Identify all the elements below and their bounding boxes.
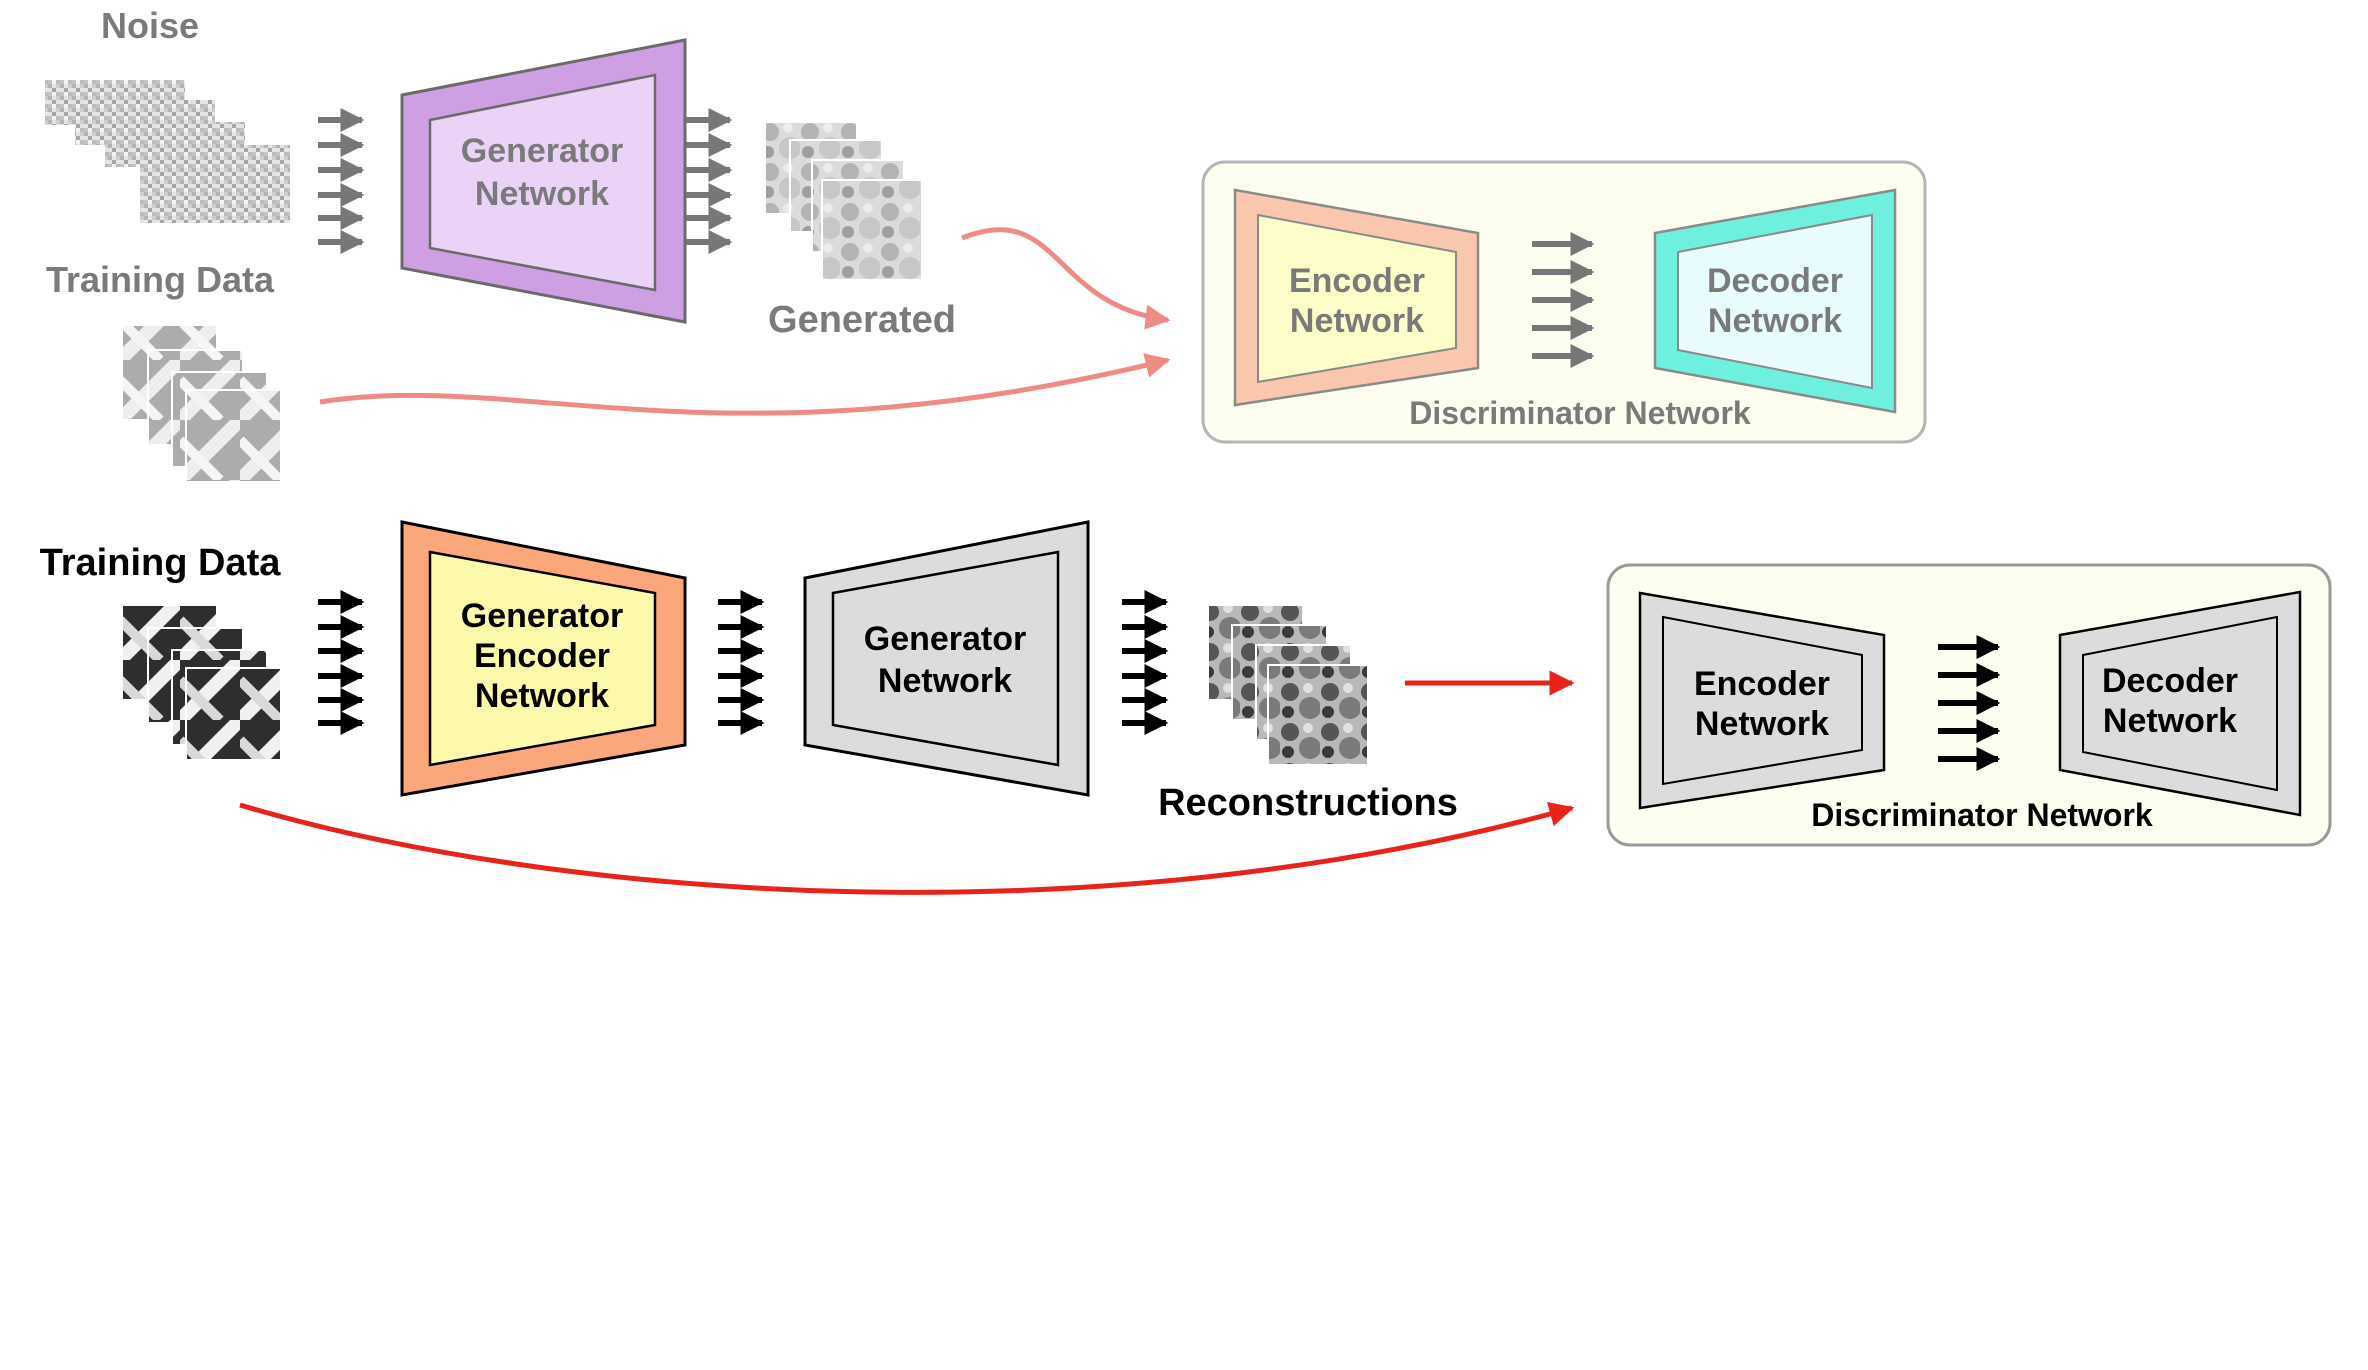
top-training-data-label: Training Data xyxy=(46,259,275,300)
generated-to-discriminator-arrow xyxy=(961,227,1171,330)
generator-output-arrows-bottom xyxy=(1122,590,1169,735)
noise-input-arrows xyxy=(318,108,365,254)
bottom-decoder-label-2: Network xyxy=(2103,702,2237,740)
reconstructions-label: Reconstructions xyxy=(1158,782,1458,824)
top-decoder-label-2: Network xyxy=(1708,302,1842,340)
top-training-image-stack xyxy=(121,324,282,483)
gen-encoder-label-3: Network xyxy=(475,677,609,715)
bottom-encoder-label-2: Network xyxy=(1695,705,1829,743)
bottom-training-image-stack xyxy=(121,604,282,761)
top-generator-label-1: Generator xyxy=(461,132,624,170)
bottom-encoder-network: Encoder Network xyxy=(1638,591,1886,810)
encoder-to-generator-arrows xyxy=(718,590,765,735)
top-decoder-network: Decoder Network xyxy=(1653,188,1897,414)
top-generator-network: Generator Network xyxy=(400,38,687,324)
bottom-decoder-label-1: Decoder xyxy=(2102,662,2238,700)
generator-output-arrows xyxy=(686,108,733,254)
top-gan-row: Noise Training Data xyxy=(45,5,1927,483)
generator-encoder-network: Generator Encoder Network xyxy=(400,520,687,797)
top-discriminator-title: Discriminator Network xyxy=(1409,395,1751,431)
bottom-discriminator-title: Discriminator Network xyxy=(1811,797,2153,833)
bottom-generator-label-2: Network xyxy=(878,662,1012,700)
top-encoder-label-1: Encoder xyxy=(1289,262,1425,300)
bottom-decoder-network: Decoder Network xyxy=(2058,590,2302,817)
top-encoder-label-2: Network xyxy=(1290,302,1424,340)
bottom-generator-network: Generator Network xyxy=(803,520,1090,797)
bottom-encoder-label-1: Encoder xyxy=(1694,665,1830,703)
top-decoder-label-1: Decoder xyxy=(1707,262,1843,300)
bottom-training-data-label: Training Data xyxy=(40,542,282,584)
bottom-discriminator-box: Encoder Network Decoder Network Discrimi… xyxy=(1606,563,2332,847)
gen-encoder-label-2: Encoder xyxy=(474,637,610,675)
bottom-training-to-discriminator-arrow xyxy=(239,802,1575,895)
noise-label: Noise xyxy=(101,5,199,46)
noise-image-stack xyxy=(45,80,290,223)
bottom-input-arrows xyxy=(318,590,365,735)
top-latent-arrows xyxy=(1532,232,1595,368)
generated-image-stack xyxy=(764,121,923,281)
top-encoder-network: Encoder Network xyxy=(1233,188,1480,407)
bottom-generator-label-1: Generator xyxy=(864,620,1027,658)
bottom-aegan-row: Training Data Generator Encoder Network xyxy=(40,520,2332,895)
reconstructions-image-stack xyxy=(1207,604,1369,766)
top-training-to-discriminator-arrow xyxy=(319,353,1171,416)
top-discriminator-box: Encoder Network Decoder Network Discrimi… xyxy=(1201,160,1927,444)
gen-encoder-label-1: Generator xyxy=(461,597,624,635)
bottom-latent-arrows xyxy=(1938,635,2001,771)
generated-label: Generated xyxy=(768,299,956,341)
top-generator-label-2: Network xyxy=(475,175,609,213)
